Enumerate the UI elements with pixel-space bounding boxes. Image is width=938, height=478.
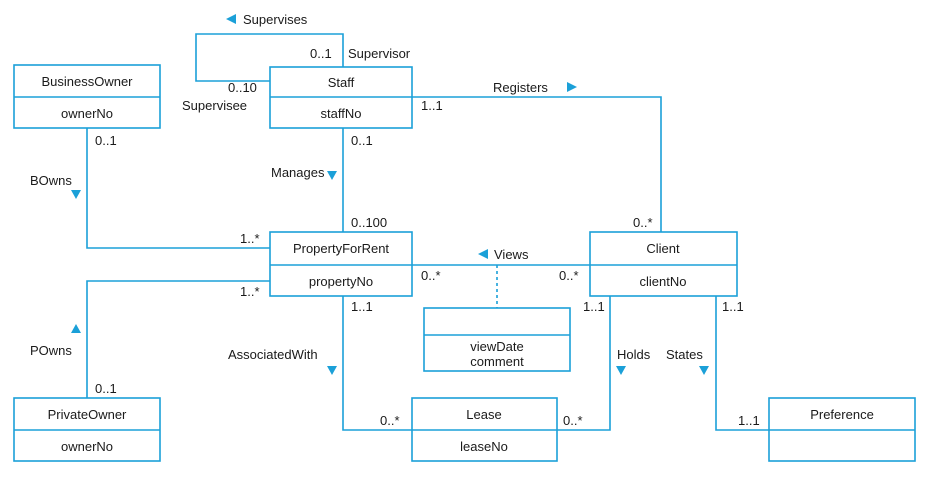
multiplicity: 0..1	[95, 133, 117, 148]
multiplicity: 1..1	[421, 98, 443, 113]
multiplicity: 0..1	[310, 46, 332, 61]
bowns-label: BOwns	[30, 173, 72, 188]
entity-client: Client clientNo	[589, 231, 738, 297]
powns-arrow-up-icon	[71, 324, 81, 333]
entity-name: Lease	[466, 407, 501, 422]
entity-staff: Staff staffNo	[269, 66, 413, 129]
entity-key: leaseNo	[460, 439, 508, 454]
states-arrow-down-icon	[699, 366, 709, 375]
multiplicity: 0..1	[351, 133, 373, 148]
associatedwith-arrow-down-icon	[327, 366, 337, 375]
supervises-arrow-left-icon	[226, 14, 236, 24]
multiplicity: 0..*	[559, 268, 579, 283]
multiplicity: 0..*	[421, 268, 441, 283]
entity-key: staffNo	[321, 106, 362, 121]
associatedwith-label: AssociatedWith	[228, 347, 318, 362]
multiplicity: 0..*	[563, 413, 583, 428]
entity-key: ownerNo	[61, 439, 113, 454]
association-class-views: viewDate comment	[423, 307, 571, 372]
bowns-arrow-down-icon	[71, 190, 81, 199]
entity-property-for-rent: PropertyForRent propertyNo	[269, 231, 413, 297]
views-arrow-left-icon	[478, 249, 488, 259]
states-line	[715, 296, 769, 431]
entity-name: Staff	[328, 75, 355, 90]
registers-line	[412, 96, 662, 232]
entity-name: PrivateOwner	[48, 407, 127, 422]
multiplicity: 1..*	[240, 231, 260, 246]
entity-name: PropertyForRent	[293, 241, 389, 256]
views-label: Views	[494, 247, 529, 262]
bowns-line	[86, 128, 270, 249]
entity-key: clientNo	[640, 274, 687, 289]
manages-arrow-down-icon	[327, 171, 337, 180]
states-label: States	[666, 347, 703, 362]
supervises-line	[195, 33, 344, 82]
registers-label: Registers	[493, 80, 548, 95]
entity-key: propertyNo	[309, 274, 373, 289]
multiplicity: 1..1	[722, 299, 744, 314]
registers-arrow-right-icon	[567, 82, 577, 92]
multiplicity: 0..10	[228, 80, 257, 95]
entity-key: ownerNo	[61, 106, 113, 121]
multiplicity: 1..1	[583, 299, 605, 314]
supervisee-role: Supervisee	[182, 98, 247, 113]
entity-preference: Preference	[768, 397, 916, 462]
powns-label: POwns	[30, 343, 72, 358]
entity-name: Client	[646, 241, 680, 256]
holds-line	[557, 296, 611, 431]
supervises-label: Supervises	[243, 12, 308, 27]
multiplicity: 0..100	[351, 215, 387, 230]
attribute-view-date: viewDate	[470, 339, 523, 354]
multiplicity: 0..1	[95, 381, 117, 396]
entity-name: BusinessOwner	[41, 74, 133, 89]
multiplicity: 1..1	[351, 299, 373, 314]
connectors	[86, 33, 769, 431]
entity-name: Preference	[810, 407, 874, 422]
multiplicity: 1..1	[738, 413, 760, 428]
multiplicity: 0..*	[633, 215, 653, 230]
entity-private-owner: PrivateOwner ownerNo	[13, 397, 161, 462]
multiplicity: 0..*	[380, 413, 400, 428]
multiplicity: 1..*	[240, 284, 260, 299]
multiplicities: 0..1 0..10 1..1 0..* 0..1 1..* 0..1 0..1…	[95, 46, 760, 428]
powns-line	[86, 280, 270, 398]
direction-arrows	[71, 14, 709, 375]
entity-lease: Lease leaseNo	[411, 397, 558, 462]
manages-label: Manages	[271, 165, 325, 180]
role-labels: Supervisor Supervisee	[182, 46, 411, 113]
holds-label: Holds	[617, 347, 651, 362]
entity-business-owner: BusinessOwner ownerNo	[13, 64, 161, 129]
relationship-labels: Supervises Registers BOwns Manages Views…	[30, 12, 703, 362]
associatedwith-line	[342, 296, 412, 431]
supervisor-role: Supervisor	[348, 46, 411, 61]
holds-arrow-down-icon	[616, 366, 626, 375]
attribute-comment: comment	[470, 354, 524, 369]
